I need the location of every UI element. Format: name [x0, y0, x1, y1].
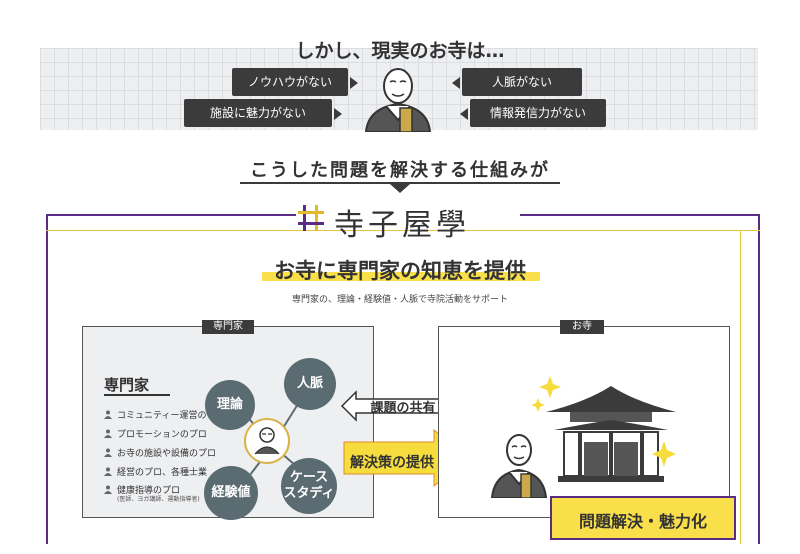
bubble-no-attraction: 施設に魅力がない — [184, 99, 342, 127]
bubble-no-knowhow: ノウハウがない — [232, 68, 358, 96]
sparkle-icon — [532, 376, 561, 412]
expert-panel-label: 専門家 — [202, 320, 254, 334]
expert-heading: 専門家 — [104, 376, 150, 394]
share-label: 課題の共有 — [370, 401, 436, 416]
down-arrow-icon — [390, 184, 410, 193]
problem-headline: しかし、現実のお寺は… — [295, 40, 505, 62]
temple-panel-label: お寺 — [560, 320, 604, 334]
frame-line-left — [46, 214, 296, 216]
person-icon — [104, 448, 112, 457]
expert-item: お寺の施設や設備のプロ — [104, 446, 216, 459]
expert-item: プロモーションのプロ — [104, 427, 207, 440]
frame-gold-line-v — [740, 230, 741, 544]
result-box — [550, 496, 736, 540]
expert-item: コミュニティー運営のプロ — [104, 408, 224, 421]
monk-icon — [364, 68, 432, 132]
tagline-highlight — [262, 272, 540, 281]
tagline: お寺に専門家の知恵を提供 — [274, 259, 526, 283]
sparkle-icon — [652, 441, 676, 467]
expert-item: 健康指導のプロ — [104, 483, 180, 496]
bubble-no-network: 人脈がない — [452, 68, 582, 96]
frame-gold-line — [46, 230, 760, 231]
person-icon — [104, 467, 112, 476]
expert-avatar — [244, 418, 290, 464]
bridge-text: こうした問題を解決する仕組みが — [250, 160, 550, 181]
expert-heading-underline — [104, 394, 170, 396]
bridge-underline — [240, 182, 560, 184]
subtitle: 専門家の、理論・経験値・人脈で寺院活動をサポート — [291, 295, 508, 305]
expert-item-note: (医師、ヨガ講師、運動指導者) — [117, 496, 200, 503]
temple-monk-icon — [490, 434, 548, 498]
expert-person-icon — [254, 427, 280, 455]
brand-mark-icon — [298, 205, 324, 231]
expert-item: 経営のプロ、各種士業 — [104, 465, 207, 478]
frame-line-left-v — [46, 214, 48, 544]
person-icon — [104, 410, 112, 419]
circle-theory: 理論 — [205, 380, 255, 430]
brand-name: 寺子屋學 — [334, 208, 470, 243]
circle-network: 人脈 — [284, 358, 336, 410]
person-icon — [104, 485, 112, 494]
result-text: 問題解決・魅力化 — [578, 512, 707, 531]
circle-experience: 経験値 — [204, 466, 258, 520]
frame-line-right — [520, 214, 760, 216]
bubble-no-info: 情報発信力がない — [460, 99, 606, 127]
temple-icon — [546, 386, 676, 482]
person-icon — [104, 429, 112, 438]
circle-case-study: ケース スタディ — [281, 458, 337, 514]
solution-label: 解決策の提供 — [350, 455, 434, 471]
frame-line-right-v — [758, 214, 760, 544]
